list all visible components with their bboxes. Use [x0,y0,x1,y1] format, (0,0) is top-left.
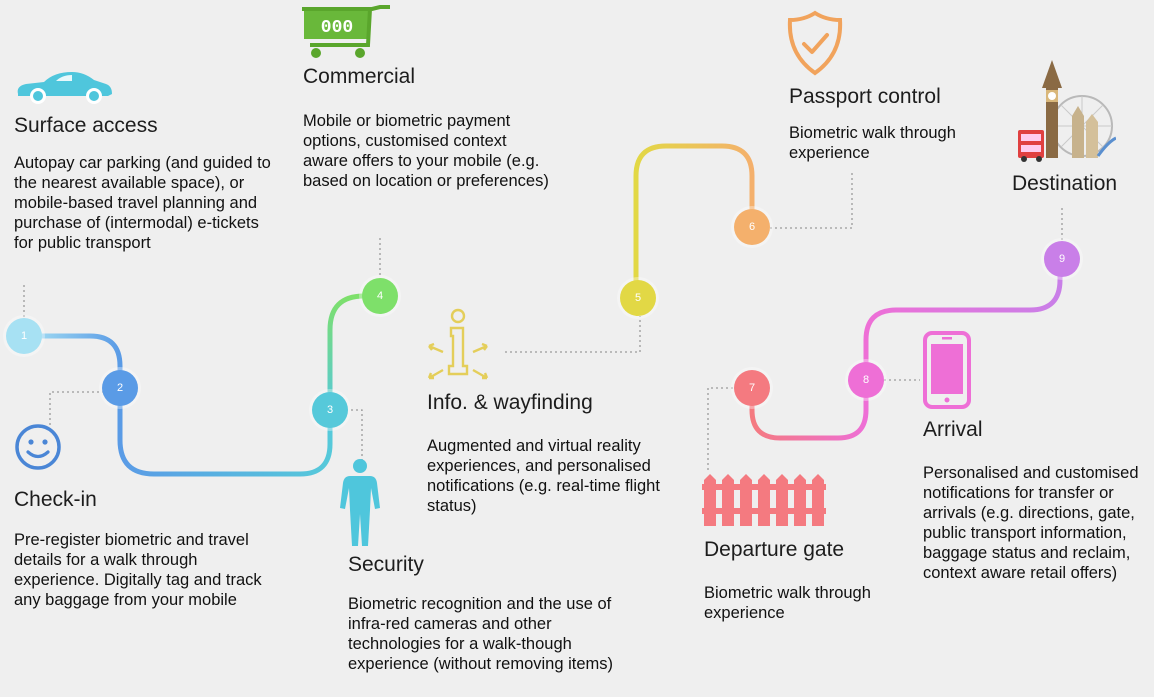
departure-gate-description: Biometric walk through experience [704,584,871,622]
step-7-marker: 7 [734,370,770,406]
security-title: Security [348,553,424,576]
step-1-marker: 1 [6,318,42,354]
shopping-cart-icon: 000 [302,5,390,58]
check-in-description: Pre-register biometric and travel detail… [14,531,262,609]
body-scan-icon [340,459,380,546]
step-6-marker: 6 [734,209,770,245]
step-2-marker: 2 [102,370,138,406]
security-description: Biometric recognition and the use of inf… [348,595,614,673]
commercial-description: Mobile or biometric payment options, cus… [303,112,549,190]
info-wayfinding-title: Info. & wayfinding [427,391,593,414]
commercial-title: Commercial [303,65,416,88]
step-3-marker: 3 [312,392,348,428]
smiley-icon [15,424,61,470]
step-8-marker: 8 [848,362,884,398]
step-5-marker: 5 [620,280,656,316]
cart-label: 000 [321,18,353,38]
arrival-title: Arrival [923,418,983,441]
arrival-description: Personalised and customised notification… [923,464,1139,582]
step-4-marker: 4 [362,278,398,314]
car-icon [17,72,113,104]
passport-control-description: Biometric walk through experience [789,124,956,162]
shield-check-icon [787,10,843,76]
step-9-marker: 9 [1044,241,1080,277]
mobile-phone-icon [923,331,971,409]
london-landmarks-icon [1018,60,1116,162]
passport-control-title: Passport control [789,85,941,108]
info-wayfinding-icon [427,308,489,380]
departure-gate-title: Departure gate [704,538,845,561]
check-in-title: Check-in [14,488,97,511]
surface-access-title: Surface access [14,114,158,137]
gate-fence-icon [702,474,826,526]
info-wayfinding-description: Augmented and virtual reality experience… [427,437,660,515]
surface-access-description: Autopay car parking (and guided to the n… [14,154,271,252]
destination-title: Destination [1012,172,1118,195]
